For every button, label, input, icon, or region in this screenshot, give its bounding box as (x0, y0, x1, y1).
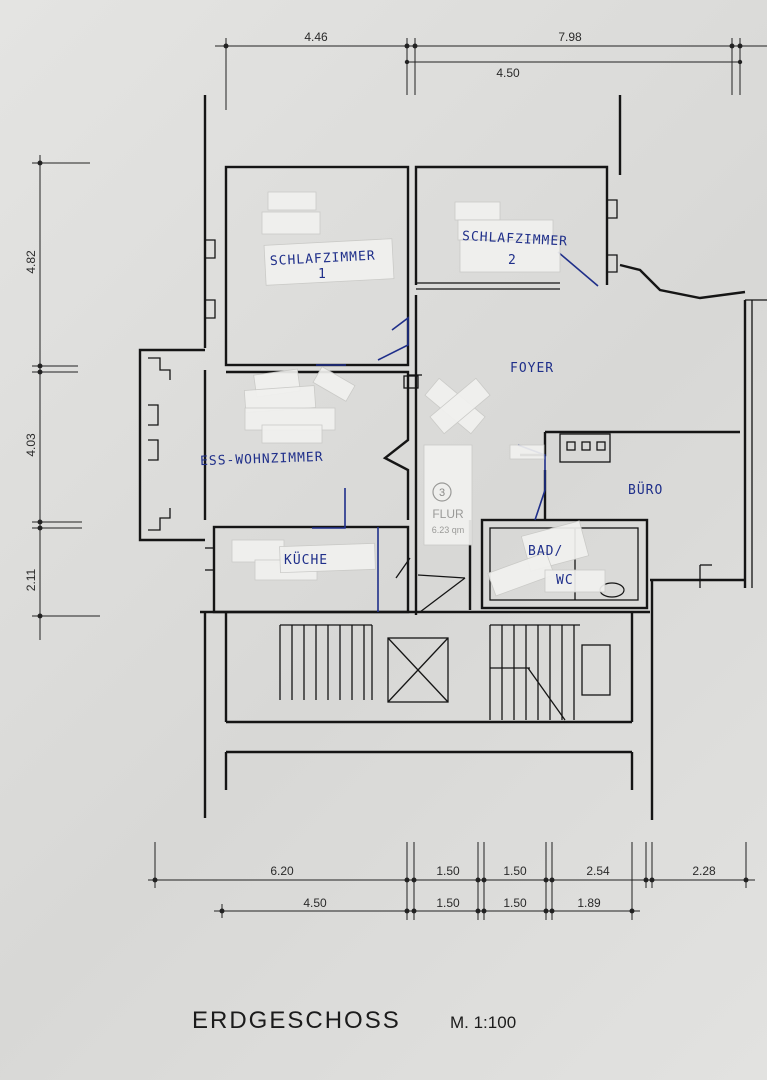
flur-area-tag (423, 444, 473, 546)
plan-title: ERDGESCHOSS (192, 1007, 401, 1034)
room-label-schlafzimmer-2: SCHLAFZIMMER (462, 229, 569, 250)
dim-top-2: 7.98 (558, 30, 582, 44)
room-label-schlafzimmer-2-number: 2 (508, 253, 517, 268)
dim-left-1: 4.82 (24, 250, 38, 274)
dim-bottom-6: 4.50 (303, 896, 327, 910)
left-dimension-lines: 4.82 4.03 2.11 (24, 155, 100, 640)
dim-left-3: 2.11 (24, 568, 38, 591)
stairs-left (279, 624, 373, 700)
room-labels: SCHLAFZIMMER 1 SCHLAFZIMMER 2 FOYER ESS-… (200, 229, 663, 588)
dim-top-3: 4.50 (496, 66, 520, 80)
pen-modifications (312, 251, 599, 612)
bottom-dimension-lines: 6.20 1.50 1.50 2.54 2.28 4.50 1.50 1.50 … (148, 842, 755, 920)
room-label-schlafzimmer-1: SCHLAFZIMMER (270, 249, 377, 270)
dim-bottom-5: 2.28 (692, 864, 716, 878)
room-label-wc: WC (556, 573, 574, 588)
dim-bottom-2: 1.50 (436, 864, 460, 878)
dim-bottom-1: 6.20 (270, 864, 294, 878)
room-label-buero: BÜRO (628, 481, 663, 498)
dim-left-2: 4.03 (24, 433, 38, 457)
walls (138, 95, 767, 820)
elevator-shaft (387, 557, 466, 703)
room-label-bad: BAD/ (528, 544, 563, 559)
room-label-schlafzimmer-1-number: 1 (318, 267, 327, 282)
flur-tag-label: FLUR (432, 507, 464, 521)
flur-tag-area: 6.23 qm (432, 525, 465, 535)
top-dimension-lines: 4.46 7.98 4.50 (215, 30, 767, 110)
room-label-ess-wohnzimmer: ESS-WOHNZIMMER (200, 450, 324, 469)
dim-bottom-4: 2.54 (586, 864, 610, 878)
dim-top-1: 4.46 (304, 30, 328, 44)
room-label-kueche: KÜCHE (284, 551, 328, 568)
plan-scale: M. 1:100 (450, 1013, 516, 1032)
flur-tag: 3 FLUR 6.23 qm (432, 482, 465, 535)
stairs-right (489, 624, 611, 721)
flur-tag-number: 3 (439, 487, 445, 499)
dim-bottom-3: 1.50 (503, 864, 527, 878)
dim-bottom-8: 1.50 (503, 896, 527, 910)
room-label-foyer: FOYER (510, 361, 554, 376)
dim-bottom-7: 1.50 (436, 896, 460, 910)
tape-scraps (231, 191, 606, 597)
dim-bottom-9: 1.89 (577, 896, 601, 910)
